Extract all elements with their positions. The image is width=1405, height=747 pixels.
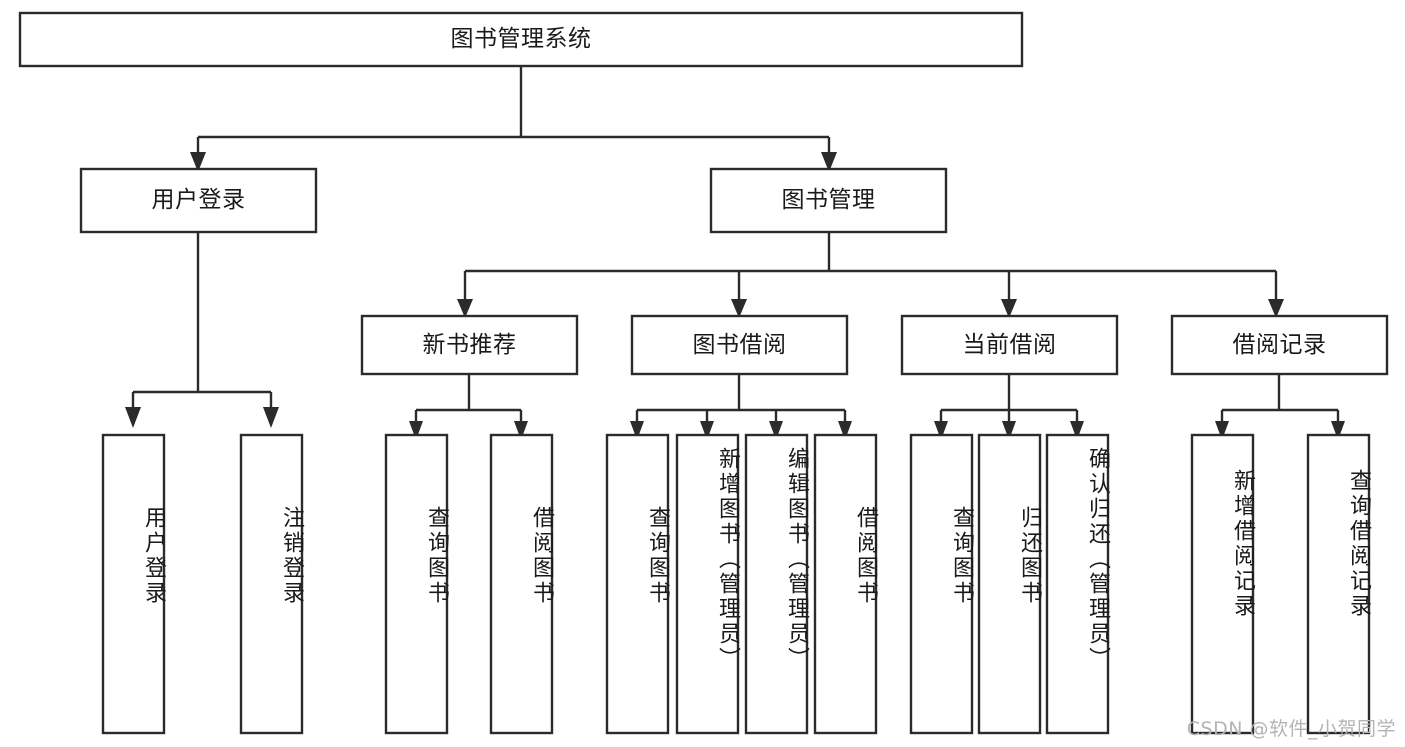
box-current-borrow[interactable] xyxy=(900,314,1119,376)
arrowhead-records-leaf-2 xyxy=(1331,421,1345,440)
box-borrow-records[interactable] xyxy=(1170,314,1389,376)
arrowhead-borrow-leaf-2 xyxy=(700,421,714,440)
arrow-heads xyxy=(125,152,1345,440)
arrowhead-newbook-leaf-2 xyxy=(514,421,528,440)
box-leaf-current-borrow-2[interactable] xyxy=(977,433,1042,735)
box-new-book-recommend[interactable] xyxy=(360,314,579,376)
box-book-borrow[interactable] xyxy=(630,314,849,376)
box-leaf-current-borrow-3[interactable] xyxy=(1045,433,1110,735)
arrowhead-newbook-leaf-1 xyxy=(409,421,423,440)
box-leaf-current-borrow-1[interactable] xyxy=(909,433,974,735)
arrowhead-current-borrow xyxy=(1001,299,1017,318)
arrowhead-borrow-leaf-4 xyxy=(838,421,852,440)
box-leaf-book-borrow-2[interactable] xyxy=(675,433,740,735)
arrowhead-userlogin-leaf-2 xyxy=(263,407,279,428)
node-boxes xyxy=(18,11,1389,735)
arrowhead-current-leaf-1 xyxy=(934,421,948,440)
box-leaf-book-borrow-3[interactable] xyxy=(744,433,809,735)
arrowhead-userlogin-leaf-1 xyxy=(125,407,141,428)
box-root[interactable] xyxy=(18,11,1024,68)
arrowhead-borrow-leaf-3 xyxy=(769,421,783,440)
watermark: CSDN @软件_小贺同学 xyxy=(1186,718,1396,740)
box-leaf-user-login-2[interactable] xyxy=(239,433,304,735)
arrowhead-borrow-records xyxy=(1268,299,1284,318)
box-book-management[interactable] xyxy=(709,167,948,234)
box-leaf-borrow-records-2[interactable] xyxy=(1306,433,1371,735)
arrowhead-borrow-leaf-1 xyxy=(630,421,644,440)
arrowhead-book-mgmt xyxy=(821,152,837,172)
arrowhead-records-leaf-1 xyxy=(1215,421,1229,440)
arrowhead-new-book xyxy=(457,299,473,318)
box-leaf-borrow-records-1[interactable] xyxy=(1190,433,1255,735)
arrowhead-current-leaf-3 xyxy=(1070,421,1084,440)
box-leaf-user-login-1[interactable] xyxy=(101,433,166,735)
box-leaf-new-book-1[interactable] xyxy=(384,433,449,735)
box-leaf-book-borrow-1[interactable] xyxy=(605,433,670,735)
arrowhead-book-borrow xyxy=(731,299,747,318)
box-leaf-new-book-2[interactable] xyxy=(489,433,554,735)
connectors xyxy=(131,66,1340,421)
arrowhead-user-login xyxy=(190,152,206,172)
box-user-login[interactable] xyxy=(79,167,318,234)
arrowhead-current-leaf-2 xyxy=(1002,421,1016,440)
box-leaf-book-borrow-4[interactable] xyxy=(813,433,878,735)
